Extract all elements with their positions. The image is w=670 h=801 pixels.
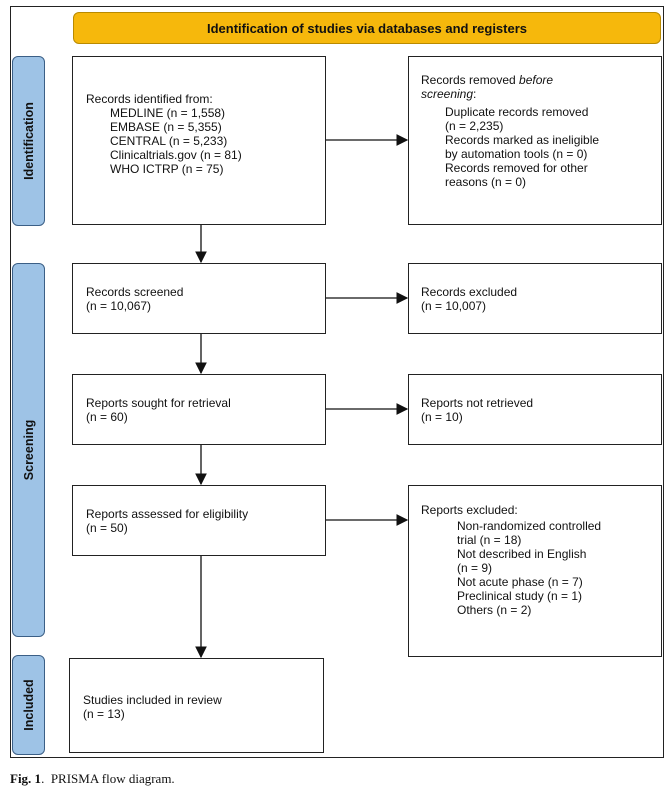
figure-caption-separator: . bbox=[41, 771, 51, 786]
removed-item: Records marked as ineligible bbox=[445, 133, 600, 147]
studies-included-label: Studies included in review bbox=[83, 693, 222, 707]
exclusion-item: Not acute phase (n = 7) bbox=[457, 575, 583, 589]
source-item: CENTRAL (n = 5,233) bbox=[110, 134, 228, 148]
removed-item: Duplicate records removed bbox=[445, 105, 589, 119]
records-removed-title-text: Records removed bbox=[421, 73, 520, 87]
reports-sought-box: Reports sought for retrieval (n = 60) bbox=[72, 374, 326, 445]
reports-assessed-box: Reports assessed for eligibility (n = 50… bbox=[72, 485, 326, 556]
records-removed-title: Records removed before bbox=[421, 73, 661, 87]
reports-assessed-label: Reports assessed for eligibility bbox=[86, 507, 249, 521]
studies-included-count: (n = 13) bbox=[83, 707, 125, 721]
exclusion-item: Preclinical study (n = 1) bbox=[457, 589, 583, 603]
reports-excluded-box: Reports excluded: Non-randomized control… bbox=[408, 485, 662, 657]
source-item: MEDLINE (n = 1,558) bbox=[110, 106, 226, 120]
source-item: EMBASE (n = 5,355) bbox=[110, 120, 222, 134]
records-excluded-count: (n = 10,007) bbox=[421, 299, 487, 313]
source-item: WHO ICTRP (n = 75) bbox=[110, 162, 224, 176]
studies-included-box: Studies included in review (n = 13) bbox=[69, 658, 324, 753]
removed-item: (n = 2,235) bbox=[445, 119, 504, 133]
header-title: Identification of studies via databases … bbox=[206, 20, 528, 36]
removed-item: Records removed for other bbox=[445, 161, 588, 175]
records-screened-box: Records screened (n = 10,067) bbox=[72, 263, 326, 334]
figure-caption-label: Fig. 1 bbox=[10, 771, 42, 786]
reports-sought-label: Reports sought for retrieval bbox=[86, 396, 231, 410]
records-identified-box: Records identified from: MEDLINE (n = 1,… bbox=[72, 56, 326, 225]
removed-item: by automation tools (n = 0) bbox=[445, 147, 588, 161]
exclusion-item: Not described in English bbox=[457, 547, 587, 561]
records-screened-count: (n = 10,067) bbox=[86, 299, 152, 313]
header-banner: Identification of studies via databases … bbox=[73, 12, 661, 44]
figure-caption: Fig. 1. PRISMA flow diagram. bbox=[10, 771, 175, 787]
phase-identification: Identification bbox=[12, 56, 45, 226]
reports-assessed-count: (n = 50) bbox=[86, 521, 128, 535]
records-excluded-box: Records excluded (n = 10,007) bbox=[408, 263, 662, 334]
records-removed-title-line2: screening: bbox=[421, 87, 477, 101]
exclusion-item: Non-randomized controlled bbox=[457, 519, 602, 533]
reports-not-retrieved-label: Reports not retrieved bbox=[421, 396, 534, 410]
records-identified-title: Records identified from: bbox=[86, 92, 213, 106]
records-removed-box: Records removed before screening: Duplic… bbox=[408, 56, 662, 225]
reports-not-retrieved-count: (n = 10) bbox=[421, 410, 463, 424]
exclusion-item: Others (n = 2) bbox=[457, 603, 532, 617]
phase-screening: Screening bbox=[12, 263, 45, 637]
exclusion-item: trial (n = 18) bbox=[457, 533, 522, 547]
exclusion-item: (n = 9) bbox=[457, 561, 493, 575]
records-removed-title-suffix: : bbox=[473, 87, 477, 101]
records-excluded-label: Records excluded bbox=[421, 285, 518, 299]
records-removed-title-italic: before bbox=[519, 73, 554, 87]
records-screened-label: Records screened bbox=[86, 285, 184, 299]
reports-not-retrieved-box: Reports not retrieved (n = 10) bbox=[408, 374, 662, 445]
reports-excluded-title: Reports excluded: bbox=[421, 503, 518, 517]
diagram-frame bbox=[10, 6, 664, 758]
phase-included: Included bbox=[12, 655, 45, 755]
reports-sought-count: (n = 60) bbox=[86, 410, 128, 424]
source-item: Clinicaltrials.gov (n = 81) bbox=[110, 148, 242, 162]
removed-item: reasons (n = 0) bbox=[445, 175, 527, 189]
figure-caption-text: PRISMA flow diagram. bbox=[50, 771, 175, 786]
